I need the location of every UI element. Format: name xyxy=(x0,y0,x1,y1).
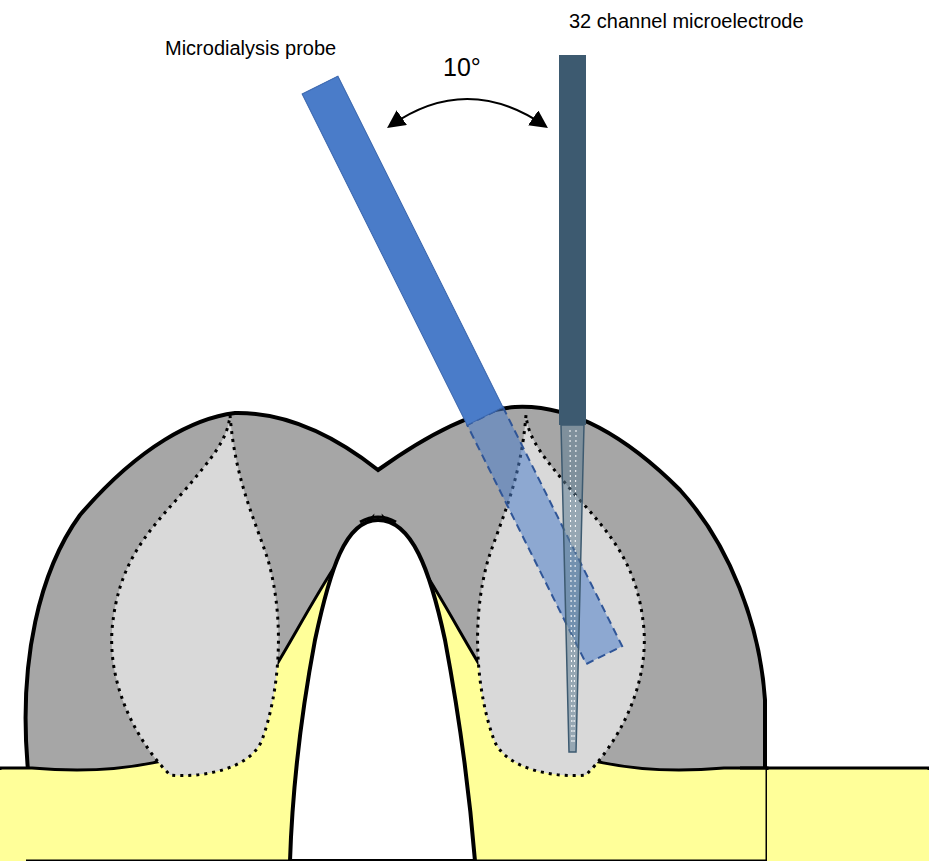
probe-label: Microdialysis probe xyxy=(165,37,336,59)
light-region xyxy=(112,415,279,776)
electrode-label: 32 channel microelectrode xyxy=(569,10,804,32)
angle-arrow xyxy=(390,99,545,126)
central-canal xyxy=(290,520,475,861)
microelectrode xyxy=(559,55,586,752)
angle-label: 10° xyxy=(443,54,481,82)
